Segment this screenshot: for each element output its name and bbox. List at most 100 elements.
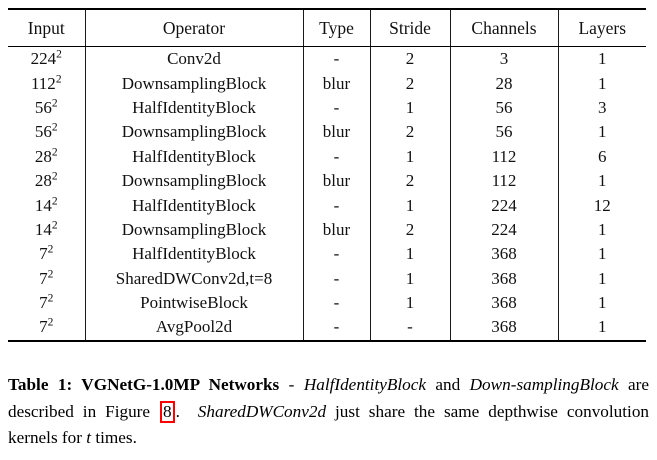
cell-input: 72 — [8, 315, 85, 339]
cell-type: - — [302, 193, 370, 218]
table-header: Input Operator Type Stride Channels Laye… — [8, 10, 646, 46]
cell-layers: 1 — [557, 290, 646, 316]
cell-stride: 1 — [369, 144, 450, 169]
caption-colon: : — [66, 375, 82, 394]
table-header-rule — [8, 46, 646, 47]
cell-operator: HalfIdentityBlock — [84, 95, 303, 121]
input-exponent: 2 — [51, 146, 58, 159]
cell-stride: 2 — [369, 71, 450, 96]
cell-layers: 1 — [557, 168, 646, 194]
table-top-rule — [8, 8, 646, 10]
cell-layers: 1 — [557, 242, 646, 267]
cell-channels: 368 — [449, 315, 558, 340]
cell-stride: 2 — [369, 217, 450, 243]
caption-text-period: . — [175, 401, 189, 421]
cell-channels: 224 — [449, 193, 558, 218]
cell-channels: 368 — [449, 242, 558, 267]
input-exponent: 2 — [47, 243, 54, 256]
column-header-input: Input — [27, 17, 65, 38]
input-exponent: 2 — [51, 121, 58, 134]
cell-operator: DownsamplingBlock — [84, 71, 303, 96]
cell-layers: 1 — [557, 47, 646, 72]
cell-input: 2242 — [8, 47, 85, 71]
cell-type: - — [302, 144, 370, 169]
cell-stride: 1 — [369, 266, 450, 291]
cell-channels: 224 — [449, 217, 558, 243]
cell-channels: 56 — [449, 120, 558, 145]
cell-layers: 1 — [557, 266, 646, 291]
input-resolution: 28 — [34, 146, 52, 166]
column-header-stride: Stride — [369, 10, 450, 46]
input-resolution: 14 — [34, 219, 52, 239]
cell-input: 282 — [8, 145, 85, 169]
cell-stride: 1 — [369, 242, 450, 267]
column-header-channels: Channels — [449, 10, 558, 46]
caption-term-t: t — [86, 428, 92, 447]
cell-type: - — [302, 315, 370, 340]
input-exponent: 2 — [56, 48, 62, 61]
caption-text-described: are described in Figure — [8, 375, 649, 421]
input-resolution: 28 — [34, 171, 52, 191]
network-spec-table: Input Operator Type Stride Channels Laye… — [8, 10, 646, 46]
cell-type: blur — [302, 217, 370, 243]
cell-operator: AvgPool2d — [84, 315, 303, 340]
cell-channels: 56 — [449, 95, 558, 121]
cell-type: - — [302, 266, 370, 291]
cell-layers: 3 — [557, 95, 646, 121]
cell-stride: 2 — [369, 168, 450, 194]
cell-stride: 1 — [369, 290, 450, 316]
caption-term-downsamplingblock-part2: samplingBlock — [516, 375, 619, 394]
cell-type: blur — [302, 71, 370, 96]
figure-reference-link[interactable]: 8 — [159, 400, 175, 423]
cell-operator: PointwiseBlock — [84, 290, 303, 316]
cell-operator: HalfIdentityBlock — [84, 144, 303, 169]
input-resolution: 7 — [39, 317, 48, 337]
cell-operator: DownsamplingBlock — [84, 217, 303, 243]
cell-channels: 112 — [449, 168, 558, 194]
input-exponent: 2 — [51, 170, 58, 183]
table-caption: Table 1: VGNetG-1.0MP Networks - HalfIde… — [8, 372, 649, 452]
cell-input: 142 — [8, 193, 85, 217]
column-header-layers: Layers — [557, 10, 646, 46]
column-header-type: Type — [302, 10, 370, 46]
cell-input: 72 — [8, 291, 85, 315]
spec-table-block: Input Operator Type Stride Channels Laye… — [8, 8, 646, 342]
cell-operator: Conv2d — [84, 47, 303, 72]
cell-operator: DownsamplingBlock — [84, 120, 303, 145]
caption-spacer — [189, 402, 198, 421]
cell-layers: 1 — [557, 71, 646, 96]
caption-term-downsamplingblock-part1: Down- — [469, 375, 517, 394]
cell-operator: HalfIdentityBlock — [84, 242, 303, 267]
cell-channels: 112 — [449, 144, 558, 169]
input-exponent: 2 — [55, 72, 62, 85]
input-exponent: 2 — [47, 316, 54, 329]
cell-type: - — [302, 290, 370, 316]
cell-channels: 368 — [449, 266, 558, 291]
header-row: Input Operator Type Stride Channels Laye… — [8, 10, 646, 46]
input-exponent: 2 — [51, 97, 58, 110]
cell-stride: 1 — [369, 95, 450, 121]
cell-input: 562 — [8, 96, 85, 120]
cell-type: - — [302, 95, 370, 121]
cell-input: 1122 — [8, 71, 85, 95]
cell-layers: 1 — [557, 217, 646, 243]
input-resolution: 7 — [39, 268, 48, 288]
cell-stride: 1 — [369, 193, 450, 218]
cell-input: 282 — [8, 169, 85, 193]
cell-input: 72 — [8, 242, 85, 266]
caption-term-halfidentityblock: HalfIdentityBlock — [303, 375, 426, 394]
input-exponent: 2 — [47, 292, 54, 305]
cell-layers: 1 — [557, 315, 646, 340]
cell-layers: 12 — [557, 193, 646, 218]
cell-input: 562 — [8, 120, 85, 144]
